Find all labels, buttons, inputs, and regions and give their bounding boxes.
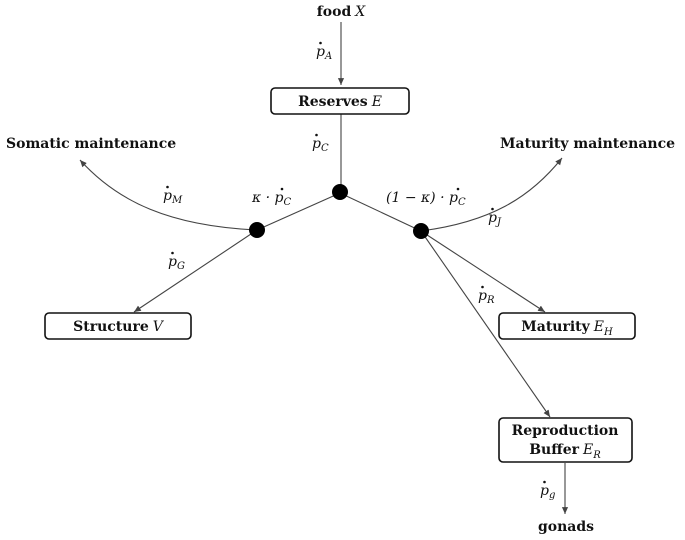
reproduction-label-line1: Reproduction (512, 423, 619, 439)
flux-pC-label: pC (312, 133, 329, 154)
edge-maturity-node-to-maturity (420, 230, 546, 313)
gonads-label: gonads (538, 519, 594, 535)
svg-text:pg: pg (540, 483, 555, 501)
maturity-branch-node (413, 223, 429, 239)
reproduction-box (498, 417, 633, 463)
edge-somatic-node-to-structure (133, 229, 258, 313)
edge-split-to-somatic-node (256, 192, 341, 231)
structure-box (44, 312, 192, 340)
svg-text:pM: pM (163, 188, 183, 206)
edge-split-to-maturity-node (339, 192, 422, 232)
flux-kappa-pC-label: κ · pC (251, 187, 292, 208)
edge-maturity-maintenance (420, 157, 563, 232)
split-node (332, 184, 348, 200)
maturity-box (498, 312, 636, 340)
svg-text:(1 − κ) · pC: (1 − κ) · pC (386, 190, 466, 208)
svg-text:pC: pC (312, 136, 329, 154)
flux-one-minus-kappa-pC-label: (1 − κ) · pC (386, 187, 466, 208)
flux-pG-label: pG (168, 251, 185, 272)
flux-pM-label: pM (163, 185, 183, 206)
reserves-box (270, 87, 410, 115)
svg-text:pG: pG (168, 254, 185, 272)
somatic-maintenance-label: Somatic maintenance (6, 136, 176, 152)
edge-maturity-node-to-reproduction (420, 230, 551, 418)
svg-text:κ · pC: κ · pC (251, 190, 292, 208)
flux-pJ-label: pJ (488, 207, 502, 228)
flux-pR-label: pR (478, 285, 495, 306)
svg-text:pJ: pJ (488, 210, 502, 228)
flux-pA-label: pA (316, 41, 332, 62)
edge-somatic-maintenance (79, 159, 258, 231)
maturity-maintenance-label: Maturity maintenance (500, 136, 675, 152)
svg-text:pR: pR (478, 288, 495, 306)
svg-text:pA: pA (316, 44, 332, 62)
flux-pg-label: pg (540, 480, 555, 501)
somatic-branch-node (249, 222, 265, 238)
